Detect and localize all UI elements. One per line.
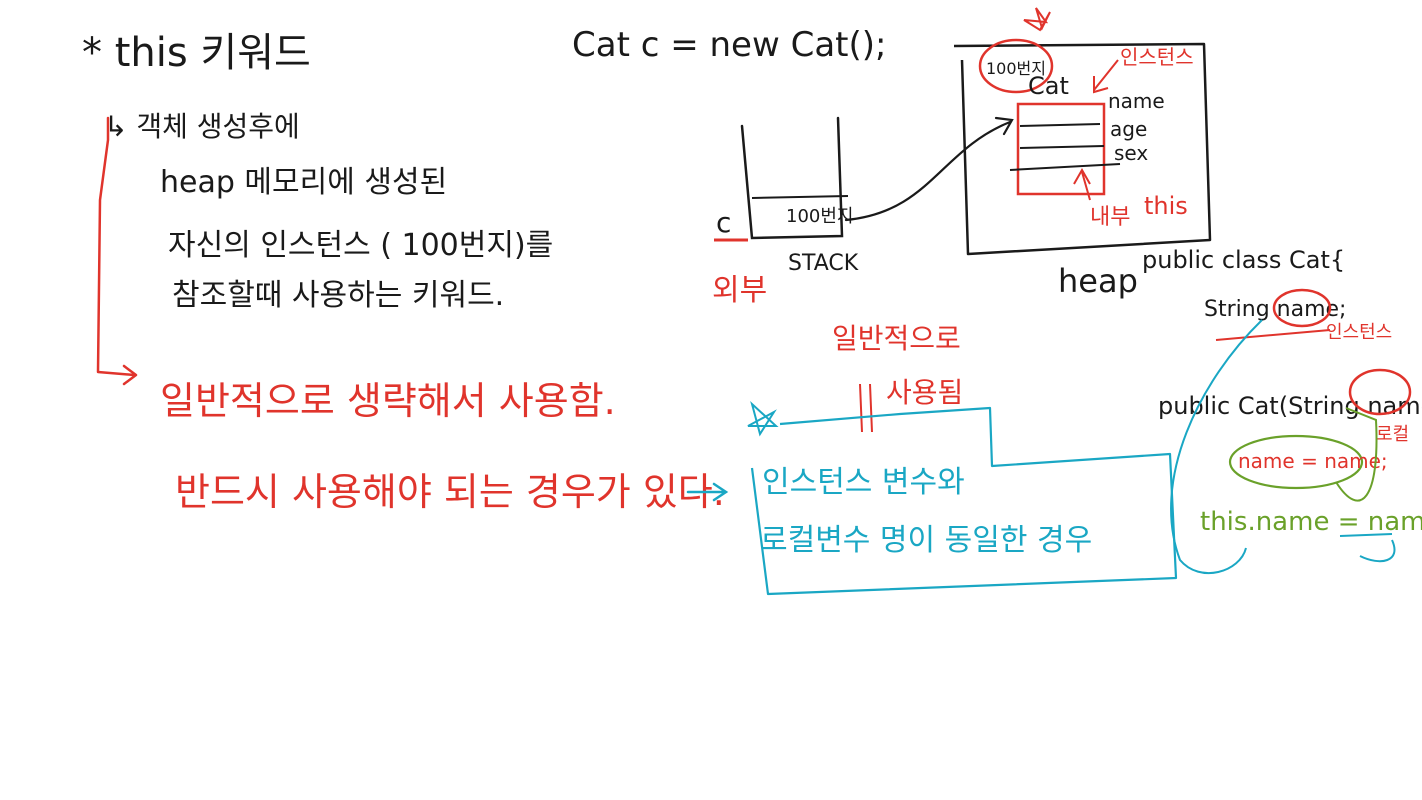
code-class-decl: public class Cat{ [1142,246,1345,274]
this-arrow [1073,167,1091,201]
used-label: 사용됨 [886,376,963,409]
case-line-2: 로컬변수 명이 동일한 경우 [760,523,1092,558]
heap-label: heap [1058,262,1138,300]
heap-object [1016,102,1106,196]
inside-label: 내부 [1090,205,1130,230]
instance-label: 인스턴스 [1120,45,1194,69]
heap-address: 100번지 [986,59,1046,78]
stack-box [740,116,844,240]
instance-field-label: 인스턴스 [1326,322,1392,343]
star-icon [1023,7,1051,32]
usage-omitted: 일반적으로 생략해서 사용함. [160,379,616,423]
instance-arrow [1093,59,1119,94]
definition-line-2: heap 메모리에 생성된 [160,165,447,200]
usually-used-label: 일반적으로 [832,322,961,355]
field-sex: sex [1114,141,1148,165]
assign-this-underline [1339,533,1393,537]
object-class: Cat [1028,72,1069,100]
code-constructor: public Cat(String name) [1158,392,1422,420]
field-line-1 [1019,123,1101,127]
teal-connector [1170,319,1396,575]
field-line-2 [1019,145,1105,149]
definition-line-1: ↳ 객체 생성후에 [104,110,300,143]
local-label: 로컬 [1376,424,1409,445]
stack-label: STACK [788,251,859,276]
definition-line-3: 자신의 인스턴스 ( 100번지)를 [168,228,553,263]
param-name-circle [1348,368,1412,416]
stack-slot-line [751,195,849,199]
variable-c: c [716,206,731,239]
arrow-to-case-box [686,482,729,502]
field-age: age [1110,117,1147,141]
green-link [1335,407,1378,502]
assign-plain-circle [1228,434,1364,490]
this-label: this [1144,192,1188,220]
field-line-3 [1009,163,1121,171]
usage-must: 반드시 사용해야 되는 경우가 있다. [175,470,725,514]
down-arrow [859,383,873,433]
field-name-circle [1272,288,1332,328]
heap-box [953,42,1212,256]
teal-star-icon [747,400,779,437]
case-box [750,406,1178,596]
outside-label: 외부 [712,273,767,308]
case-line-1: 인스턴스 변수와 [762,465,965,500]
title: * this 키워드 [82,30,311,76]
definition-line-4: 참조할때 사용하는 키워드. [172,278,504,313]
field-name: name [1108,89,1165,113]
code-assign-plain: name = name; [1238,449,1388,473]
code-assign-this: this.name = name; [1200,507,1422,537]
reference-arrow [844,116,1014,222]
red-bracket-arrow [96,116,138,386]
stack-value: 100번지 [786,206,853,227]
heap-address-circle [978,38,1054,94]
code-new-cat: Cat c = new Cat(); [572,25,886,65]
field-underline [1215,329,1331,341]
